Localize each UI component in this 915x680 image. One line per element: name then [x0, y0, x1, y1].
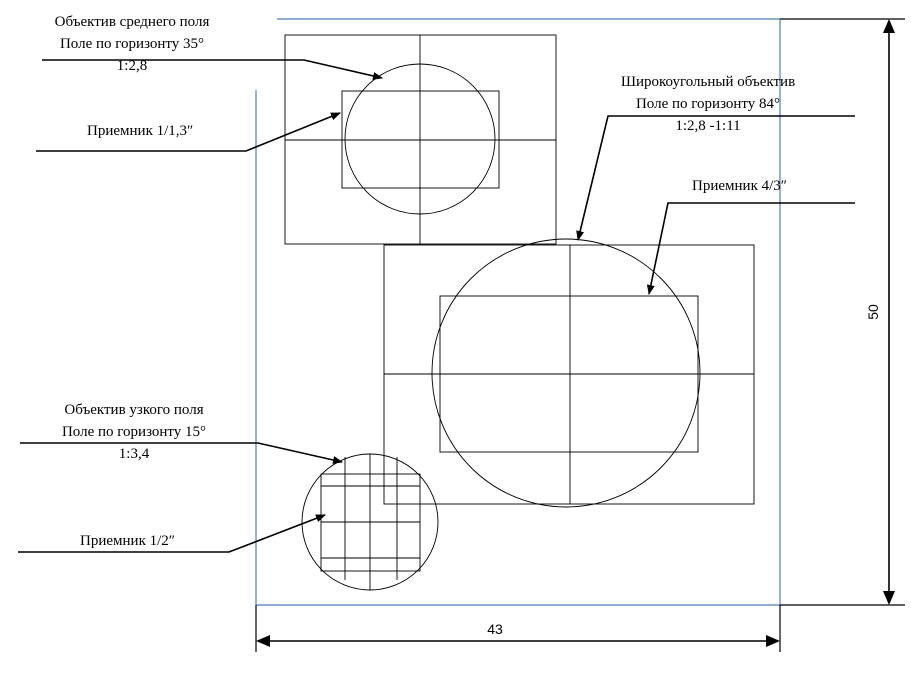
leader-lines [18, 59, 855, 553]
narrow-lens-block [301, 453, 439, 591]
leader-wide-lens [576, 115, 855, 241]
wide-lens-aperture: 1:2,8 -1:11 [675, 118, 741, 134]
leader-receiver-1-2 [18, 514, 326, 553]
narrow-lens-title: Объектив узкого поля [64, 402, 204, 418]
receiver-1-2-label: Приемник 1/2″ [80, 533, 176, 549]
dimension-width-label: 43 [487, 621, 503, 637]
medium-lens-field-rect [284, 34, 557, 245]
medium-lens-aperture: 1:2,8 [116, 58, 148, 74]
leader-receiver-1-1-3 [36, 112, 341, 152]
medium-lens-field: Поле по горизонту 35° [59, 36, 205, 52]
dimension-height-label: 50 [865, 304, 881, 320]
wide-lens-label-group: Широкоугольный объектив Поле по горизонт… [588, 73, 828, 135]
wide-lens-field: Поле по горизонту 84° [635, 96, 781, 112]
wide-lens-circle [431, 238, 701, 508]
wide-lens-block [383, 238, 755, 508]
leader-receiver-4-3 [646, 202, 855, 295]
receiver-4-3-rect [439, 295, 699, 453]
narrow-lens-aperture: 1:3,4 [118, 446, 150, 462]
leader-narrow-lens [20, 442, 343, 464]
receiver-4-3-label: Приемник 4/3″ [692, 178, 788, 194]
medium-lens-title: Объектив среднего поля [54, 14, 210, 30]
dimension-width [255, 605, 781, 652]
medium-lens-circle [344, 63, 496, 215]
narrow-lens-field: Поле по горизонту 15° [61, 424, 207, 440]
wide-lens-title: Широкоугольный объектив [620, 74, 796, 90]
narrow-lens-label-group: Объектив узкого поля Поле по горизонту 1… [24, 401, 244, 463]
dimension-height [780, 18, 905, 606]
leader-medium-lens [42, 59, 383, 80]
medium-lens-label-group: Объектив среднего поля Поле по горизонту… [22, 13, 242, 75]
receiver-1-1-3-label: Приемник 1/1,3″ [87, 123, 194, 139]
receiver-1-2-rect [320, 473, 421, 572]
medium-lens-block [284, 34, 557, 245]
receiver-1-1-3-rect [341, 90, 500, 189]
wide-lens-field-rect [383, 244, 755, 505]
